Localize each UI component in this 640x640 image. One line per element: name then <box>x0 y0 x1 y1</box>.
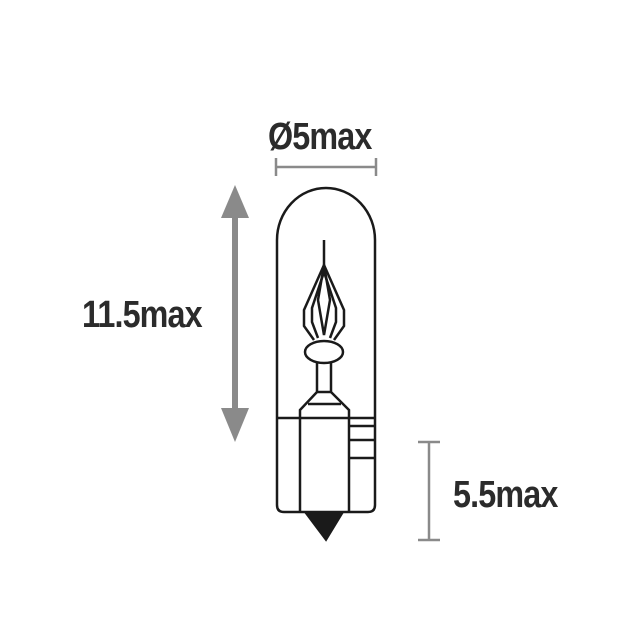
height-dimension-arrow <box>221 185 249 442</box>
wedge-base <box>298 418 375 512</box>
base-height-label: 5.5max <box>453 474 558 516</box>
filament-coil <box>302 264 346 341</box>
base-dimension-line <box>418 440 440 542</box>
bulb-glass-outline <box>275 186 377 514</box>
bulb-tip <box>303 511 345 542</box>
diameter-dimension-line <box>274 158 378 176</box>
filament-bead <box>303 339 345 365</box>
diameter-label: Ø5max <box>268 116 372 158</box>
filament-stem <box>298 362 351 418</box>
height-label: 11.5max <box>82 294 203 336</box>
